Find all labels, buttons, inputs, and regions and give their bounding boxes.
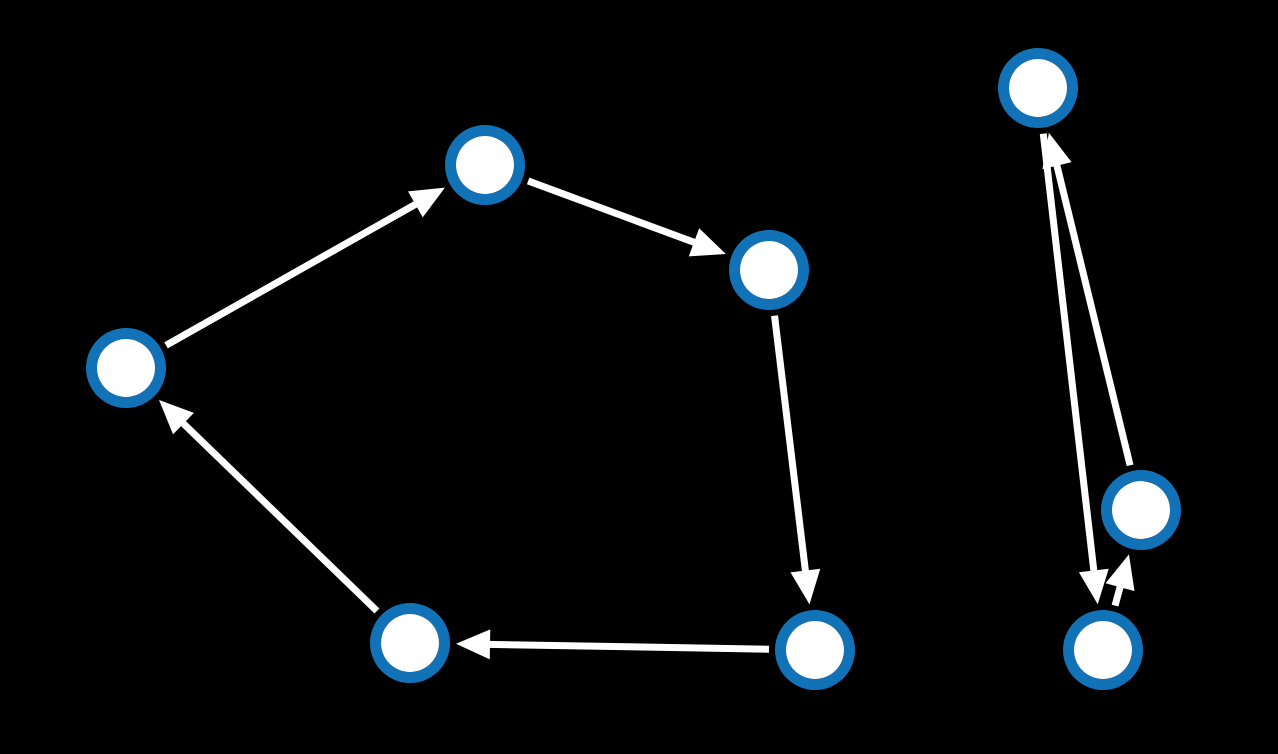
edge-left-to-top-left[interactable] [164,187,445,349]
edge-line [1053,162,1134,467]
node-top-mid[interactable] [729,230,809,310]
node-ring [1063,610,1143,690]
arrowhead-icon [1042,132,1072,170]
edge-bottom-left-to-left[interactable] [159,399,380,614]
arrowhead-icon [1078,568,1109,605]
edge-line [1039,133,1098,573]
node-ring [86,328,166,408]
node-ring [775,610,855,690]
node-top-left[interactable] [445,125,525,205]
arrowhead-icon [688,228,726,257]
node-core [97,339,155,397]
node-core [456,136,514,194]
node-core [786,621,844,679]
node-ring [729,230,809,310]
edge-top-right-to-bottom-right[interactable] [1039,133,1109,605]
edge-bottom-right-to-right-mid[interactable] [1105,554,1135,607]
edge-line [771,315,810,573]
node-layer [86,48,1181,690]
edge-layer [159,132,1135,660]
edge-line [1111,584,1124,607]
edge-line [487,640,770,653]
node-core [1074,621,1132,679]
node-ring [998,48,1078,128]
node-top-right[interactable] [998,48,1078,128]
node-ring [1101,470,1181,550]
edge-bottom-mid-to-bottom-left[interactable] [455,629,770,660]
node-bottom-mid[interactable] [775,610,855,690]
edge-line [164,200,419,349]
node-bottom-left[interactable] [370,603,450,683]
arrowhead-icon [455,629,491,660]
node-core [381,614,439,672]
node-ring [370,603,450,683]
arrowhead-icon [790,568,821,605]
node-left[interactable] [86,328,166,408]
edge-line [526,177,698,247]
edge-top-left-to-top-mid[interactable] [526,177,726,257]
node-core [740,241,798,299]
edge-right-mid-to-top-right[interactable] [1042,132,1134,467]
arrowhead-icon [407,187,445,218]
node-right-mid[interactable] [1101,470,1181,550]
edge-top-mid-to-bottom-mid[interactable] [771,315,821,605]
edge-line [179,419,380,614]
node-bottom-right[interactable] [1063,610,1143,690]
node-core [1009,59,1067,117]
node-core [1112,481,1170,539]
arrowhead-icon [159,399,194,435]
arrowhead-icon [1105,554,1135,592]
node-ring [445,125,525,205]
